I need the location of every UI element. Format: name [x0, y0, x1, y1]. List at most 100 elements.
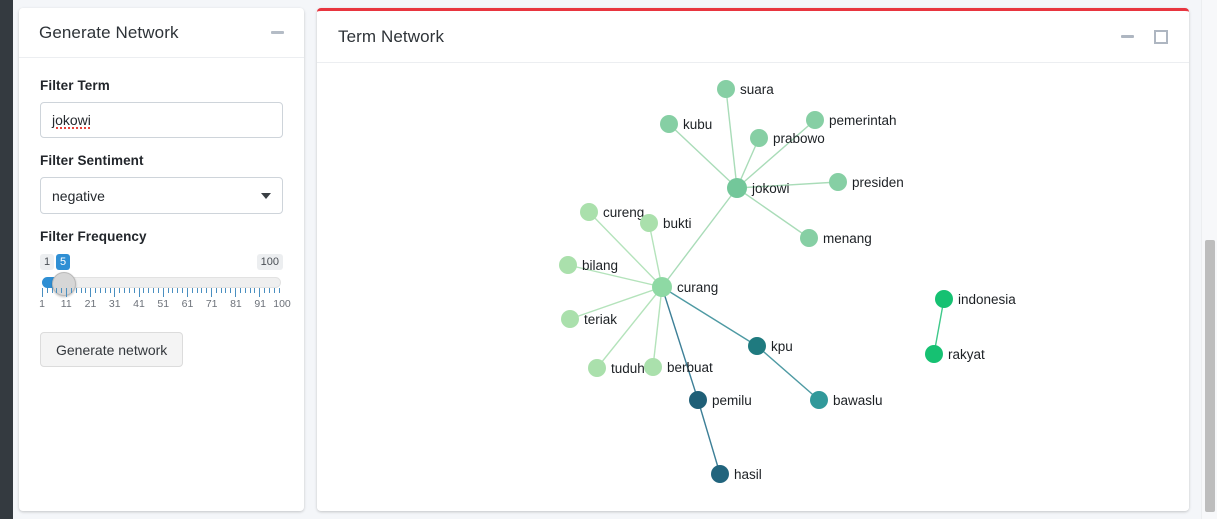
network-node[interactable] — [727, 178, 747, 198]
network-node-label: cureng — [603, 205, 644, 220]
generate-network-header: Generate Network — [19, 8, 304, 58]
slider-track[interactable] — [42, 277, 281, 288]
generate-network-panel: Generate Network Filter Term jokowi Filt… — [19, 8, 304, 511]
network-node[interactable] — [800, 229, 818, 247]
slider-tick — [70, 288, 72, 293]
slider-tick — [119, 288, 121, 293]
slider-tick-label: 41 — [133, 298, 145, 310]
filter-sentiment-value: negative — [52, 187, 105, 204]
slider-tick-label: 51 — [157, 298, 170, 310]
network-node-label: teriak — [584, 312, 617, 327]
network-node-label: curang — [677, 280, 718, 295]
slider-tick — [196, 288, 198, 293]
slider-tick — [220, 288, 222, 293]
slider-tick — [109, 288, 111, 293]
minimize-icon[interactable] — [271, 31, 284, 34]
slider-tick — [215, 288, 217, 293]
slider-tick-label: 31 — [108, 298, 121, 310]
network-edge — [588, 211, 663, 288]
slider-tick — [162, 288, 164, 297]
slider-tick-label: 100 — [273, 298, 291, 310]
slider-tick — [85, 288, 87, 293]
slider-tick — [104, 288, 106, 293]
network-edge — [652, 286, 663, 368]
network-node[interactable] — [588, 359, 606, 377]
slider-tick — [148, 288, 150, 293]
slider-tick — [278, 288, 280, 293]
network-node[interactable] — [717, 80, 735, 98]
slider-tick — [133, 288, 135, 293]
network-node[interactable] — [711, 465, 729, 483]
network-node-label: kpu — [771, 339, 793, 354]
panel-title: Generate Network — [39, 22, 179, 42]
network-edge — [648, 222, 663, 288]
network-edge — [661, 286, 699, 401]
network-edge — [736, 181, 839, 189]
network-node-label: bukti — [663, 216, 692, 231]
network-node[interactable] — [559, 256, 577, 274]
network-node[interactable] — [644, 358, 662, 376]
network-node[interactable] — [561, 310, 579, 328]
network-node-label: presiden — [852, 175, 904, 190]
filter-term-input[interactable]: jokowi — [40, 102, 283, 138]
network-node[interactable] — [925, 345, 943, 363]
slider-tick — [268, 288, 270, 293]
network-node-label: bawaslu — [833, 393, 883, 408]
network-edge — [569, 286, 663, 320]
slider-tick — [273, 288, 275, 293]
network-node[interactable] — [640, 214, 658, 232]
slider-tick-label: 1 — [39, 298, 45, 310]
slider-tick — [230, 288, 232, 293]
slider-tick — [95, 288, 97, 293]
network-edge — [697, 399, 721, 475]
header-actions — [1121, 29, 1168, 44]
network-node-label: prabowo — [773, 131, 825, 146]
scrollbar-thumb[interactable] — [1205, 240, 1215, 512]
slider-tick — [235, 288, 237, 297]
slider-tick — [114, 288, 116, 297]
filter-sentiment-select[interactable]: negative — [40, 177, 283, 214]
expand-icon[interactable] — [1154, 29, 1168, 44]
slider-tick — [186, 288, 188, 297]
network-node[interactable] — [829, 173, 847, 191]
network-node[interactable] — [810, 391, 828, 409]
network-edge — [567, 264, 663, 288]
minimize-icon[interactable] — [1121, 35, 1134, 38]
network-node[interactable] — [806, 111, 824, 129]
vertical-scrollbar[interactable] — [1201, 0, 1217, 519]
network-node-label: tuduh — [611, 361, 645, 376]
generate-network-button[interactable]: Generate network — [40, 332, 184, 367]
spacer — [40, 138, 283, 153]
network-node[interactable] — [748, 337, 766, 355]
slider-ticks — [42, 288, 281, 297]
network-node[interactable] — [652, 277, 672, 297]
slider-handle[interactable] — [52, 272, 76, 296]
slider-tick — [244, 288, 246, 293]
slider-tick — [46, 288, 48, 293]
network-node-label: berbuat — [667, 360, 713, 375]
slider-tick — [264, 288, 266, 293]
network-node[interactable] — [750, 129, 768, 147]
slider-tick — [66, 288, 68, 297]
network-node[interactable] — [935, 290, 953, 308]
slider-tick — [128, 288, 130, 293]
network-node[interactable] — [660, 115, 678, 133]
network-node[interactable] — [689, 391, 707, 409]
slider-tick-label: 61 — [181, 298, 194, 310]
network-node[interactable] — [580, 203, 598, 221]
network-node-label: kubu — [683, 117, 712, 132]
slider-tick — [201, 288, 203, 293]
filter-term-value: jokowi — [52, 112, 91, 128]
panel-title: Term Network — [338, 26, 445, 46]
network-edge — [933, 298, 945, 355]
network-node-label: bilang — [582, 258, 618, 273]
slider-tick — [124, 288, 126, 293]
generate-network-body: Filter Term jokowi Filter Sentiment nega… — [19, 58, 304, 367]
chevron-down-icon — [261, 192, 271, 199]
network-node-label: hasil — [734, 467, 762, 482]
slider-tick — [172, 288, 174, 293]
